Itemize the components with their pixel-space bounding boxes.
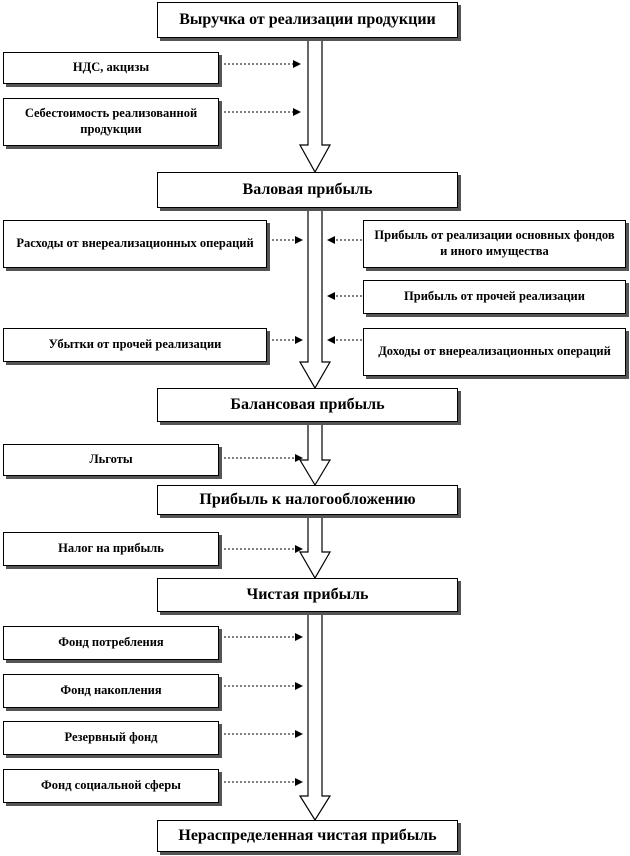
left-box-accumulation-fund-label: Фонд накопления: [60, 683, 162, 698]
main-box-balance-profit: Балансовая прибыль: [157, 388, 458, 422]
right-box-asset-sales-profit: Прибыль от реализации основных фондов и …: [363, 220, 626, 268]
left-box-reserve-fund-label: Резервный фонд: [64, 730, 158, 745]
main-flow-arrow-2: [298, 207, 332, 390]
main-box-net-profit-label: Чистая прибыль: [246, 586, 369, 603]
left-box-vat: НДС, акцизы: [3, 52, 219, 84]
right-box-other-sales-profit-label: Прибыль от прочей реализации: [404, 289, 585, 304]
left-box-profit-tax: Налог на прибыль: [3, 532, 219, 566]
left-box-cost: Себестоимость реализованной продукции: [3, 98, 219, 146]
right-box-other-sales-profit: Прибыль от прочей реализации: [363, 280, 626, 314]
right-box-asset-sales-profit-label: Прибыль от реализации основных фондов и …: [374, 228, 615, 258]
right-box-nonoperating-income-label: Доходы от внереализационных операций: [378, 344, 611, 359]
left-box-accumulation-fund: Фонд накопления: [3, 674, 219, 708]
main-box-retained-profit: Нераспределенная чистая прибыль: [157, 820, 458, 852]
main-box-revenue: Выручка от реализации продукции: [157, 2, 458, 38]
left-box-vat-label: НДС, акцизы: [72, 60, 150, 75]
main-box-net-profit: Чистая прибыль: [157, 578, 458, 612]
left-box-consumption-fund: Фонд потребления: [3, 626, 219, 660]
left-box-nonoperating-expenses-label: Расходы от внереализационных операций: [16, 236, 254, 251]
left-box-other-losses: Убытки от прочей реализации: [3, 328, 267, 362]
main-box-retained-profit-label: Нераспределенная чистая прибыль: [178, 827, 437, 844]
main-box-taxable-profit: Прибыль к налогообложению: [157, 485, 458, 515]
main-box-taxable-profit-label: Прибыль к налогообложению: [199, 491, 416, 508]
left-box-nonoperating-expenses: Расходы от внереализационных операций: [3, 220, 267, 268]
left-box-cost-label: Себестоимость реализованной продукции: [24, 106, 198, 136]
left-box-reserve-fund: Резервный фонд: [3, 721, 219, 755]
main-box-balance-profit-label: Балансовая прибыль: [230, 396, 385, 413]
main-flow-arrow-1: [298, 37, 332, 174]
main-flow-arrow-4: [298, 514, 332, 580]
main-box-gross-profit: Валовая прибыль: [157, 172, 458, 208]
main-flow-arrow-5: [298, 611, 332, 822]
left-box-consumption-fund-label: Фонд потребления: [58, 635, 164, 650]
left-box-profit-tax-label: Налог на прибыль: [58, 541, 164, 556]
main-box-gross-profit-label: Валовая прибыль: [242, 181, 373, 198]
left-box-other-losses-label: Убытки от прочей реализации: [48, 337, 222, 352]
left-box-benefits-label: Льготы: [89, 452, 133, 467]
main-flow-arrow-3: [298, 421, 332, 487]
main-box-revenue-label: Выручка от реализации продукции: [179, 11, 436, 28]
left-box-benefits: Льготы: [3, 444, 219, 476]
left-box-social-fund-label: Фонд социальной сферы: [41, 778, 181, 793]
left-box-social-fund: Фонд социальной сферы: [3, 769, 219, 803]
right-box-nonoperating-income: Доходы от внереализационных операций: [363, 328, 626, 376]
